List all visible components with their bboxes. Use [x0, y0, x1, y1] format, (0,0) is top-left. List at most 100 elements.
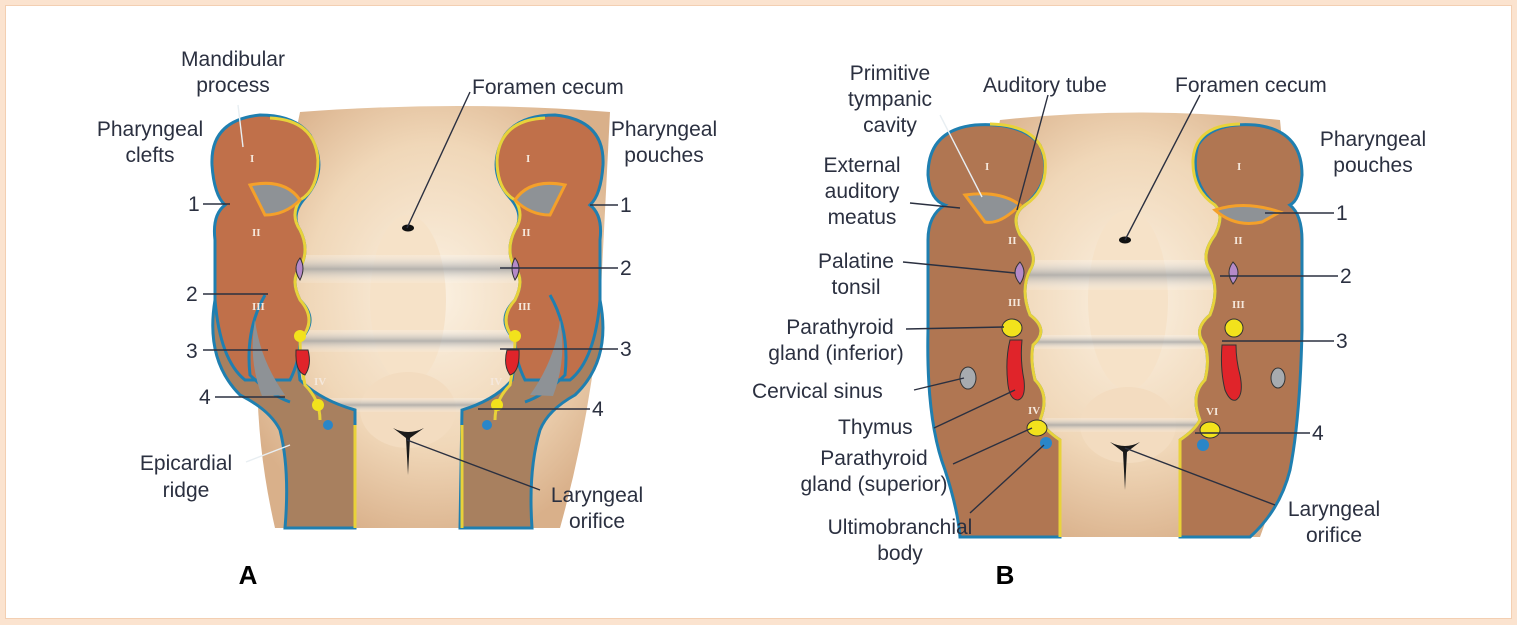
label-laryngeal-orifice-a-2: orifice: [569, 510, 625, 533]
ultimobranchial-right-a: [482, 420, 492, 430]
first-pouch-left-b: [962, 192, 1023, 224]
laryngeal-orifice-b: [1110, 442, 1140, 490]
arch-numeral-left-2-b: II: [1008, 235, 1017, 247]
label-pouch-2-a: 2: [620, 257, 632, 280]
label-parathyroid-inf-1: Parathyroid: [786, 316, 893, 339]
tongue-swelling-a: [370, 215, 446, 385]
laryngeal-orifice-a: [393, 428, 424, 475]
label-ultimobranchial-1: Ultimobranchial: [828, 516, 973, 539]
arch-numeral-left-3-a: III: [252, 301, 265, 313]
foramen-cecum-a: [402, 224, 414, 232]
parathyroid-inferior-right-b: [1224, 318, 1244, 338]
thymus-right-a: [505, 349, 520, 376]
pouch-bar-4-a: [320, 398, 500, 412]
cervical-sinus-left-b: [959, 366, 977, 390]
thymus-left-b: [1006, 339, 1025, 401]
thymus-left-a: [295, 349, 310, 376]
pouch-bar-2-b: [1020, 260, 1230, 290]
arch-numeral-right-4-a: IV: [490, 376, 502, 388]
label-cleft-1: 1: [188, 193, 200, 216]
label-pouch-4-b: 4: [1312, 422, 1324, 445]
arch-numeral-left-2-a: II: [252, 227, 261, 239]
label-cervical-sinus: Cervical sinus: [752, 380, 883, 403]
ultimobranchial-right-b: [1197, 439, 1209, 451]
arch-numeral-right-3-b: III: [1232, 299, 1245, 311]
label-mandibular-process-2: process: [196, 74, 270, 97]
parathyroid-right-4-a: [491, 399, 503, 411]
label-pharyngeal-pouches-b-2: pouches: [1333, 154, 1412, 177]
leader-laryngeal-b: [1124, 447, 1276, 506]
label-pharyngeal-clefts-2: clefts: [125, 144, 174, 167]
pouch-bar-2-a: [300, 255, 520, 283]
arch-numeral-left-4-b: IV: [1028, 405, 1040, 417]
tonsil-right-a: [511, 257, 520, 281]
parathyroid-superior-right-b: [1199, 421, 1221, 439]
label-auditory-tube: Auditory tube: [983, 74, 1107, 97]
arch-numeral-right-2-a: II: [522, 227, 531, 239]
label-primitive-tympanic-3: cavity: [863, 114, 917, 137]
panel-letter-b: B: [996, 560, 1015, 590]
arch-numeral-right-1-a: I: [526, 153, 530, 165]
parathyroid-superior-left-b: [1026, 419, 1048, 437]
arch-numeral-left-3-b: III: [1008, 297, 1021, 309]
label-primitive-tympanic-2: tympanic: [848, 88, 932, 111]
leader-epicardial: [245, 444, 291, 463]
parathyroid-left-a: [294, 330, 306, 342]
label-foramen-cecum-a: Foramen cecum: [472, 76, 624, 99]
tonsil-right-b: [1228, 261, 1239, 285]
panel-b: I II III IV I II III VI Primitive tympan…: [752, 62, 1426, 590]
panel-a: I II III IV I II III IV Mandibular proce…: [97, 48, 717, 590]
label-ext-meatus-3: meatus: [828, 206, 897, 229]
label-ext-meatus-2: auditory: [825, 180, 900, 203]
arch-numeral-right-1-b: I: [1237, 161, 1241, 173]
leader-ext-meatus: [909, 202, 961, 209]
cervical-sinus-a: [252, 320, 285, 396]
leader-ultimobranchial: [969, 444, 1045, 514]
label-pouch-4-a: 4: [592, 398, 604, 421]
label-cleft-3: 3: [186, 340, 198, 363]
panel-letter-a: A: [239, 560, 258, 590]
label-pouch-3-a: 3: [620, 338, 632, 361]
label-pouch-2-b: 2: [1340, 265, 1352, 288]
left-endoderm-b: [989, 122, 1062, 537]
label-thymus: Thymus: [838, 416, 913, 439]
label-pouch-1-b: 1: [1336, 202, 1348, 225]
cleft-2-3-right-a: [524, 294, 568, 404]
pouch-bar-3-a: [300, 330, 520, 352]
parathyroid-left-4-a: [312, 399, 324, 411]
arch-numeral-left-1-b: I: [985, 161, 989, 173]
label-pouch-3-b: 3: [1336, 330, 1348, 353]
leader-foramen-b: [1124, 94, 1201, 241]
label-primitive-tympanic-1: Primitive: [850, 62, 931, 85]
arch-numeral-left-1-a: I: [250, 153, 254, 165]
parathyroid-inferior-left-b: [1001, 318, 1023, 338]
tonsil-left-a: [295, 257, 304, 281]
label-cleft-4: 4: [199, 386, 211, 409]
leader-palatine-tonsil: [902, 261, 1016, 274]
label-pharyngeal-pouches-a-1: Pharyngeal: [611, 118, 717, 141]
label-pharyngeal-pouches-a-2: pouches: [624, 144, 703, 167]
label-epicardial-ridge-2: ridge: [163, 479, 210, 502]
label-epicardial-ridge-1: Epicardial: [140, 452, 232, 475]
first-pouch-left-a: [247, 181, 302, 217]
label-palatine-tonsil-2: tonsil: [831, 276, 880, 299]
thymus-right-b: [1220, 344, 1242, 401]
label-pouch-1-a: 1: [620, 194, 632, 217]
arch-numeral-right-3-a: III: [518, 301, 531, 313]
label-pharyngeal-clefts-1: Pharyngeal: [97, 118, 203, 141]
label-foramen-cecum-b: Foramen cecum: [1175, 74, 1327, 97]
right-endoderm-b: [1178, 122, 1241, 537]
first-pouch-right-b: [1212, 203, 1284, 225]
leader-auditory-tube: [1016, 94, 1049, 211]
cervical-sinus-right-b: [1270, 367, 1286, 389]
label-parathyroid-sup-1: Parathyroid: [820, 447, 927, 470]
leader-thymus: [933, 389, 1016, 429]
pouch-bar-4-b: [1045, 418, 1215, 432]
label-parathyroid-sup-2: gland (superior): [800, 473, 947, 496]
tonsil-left-b: [1014, 261, 1025, 285]
label-cleft-2: 2: [186, 283, 198, 306]
first-pouch-right-a: [513, 181, 568, 217]
leader-mandibular: [237, 104, 244, 148]
label-palatine-tonsil-1: Palatine: [818, 250, 894, 273]
